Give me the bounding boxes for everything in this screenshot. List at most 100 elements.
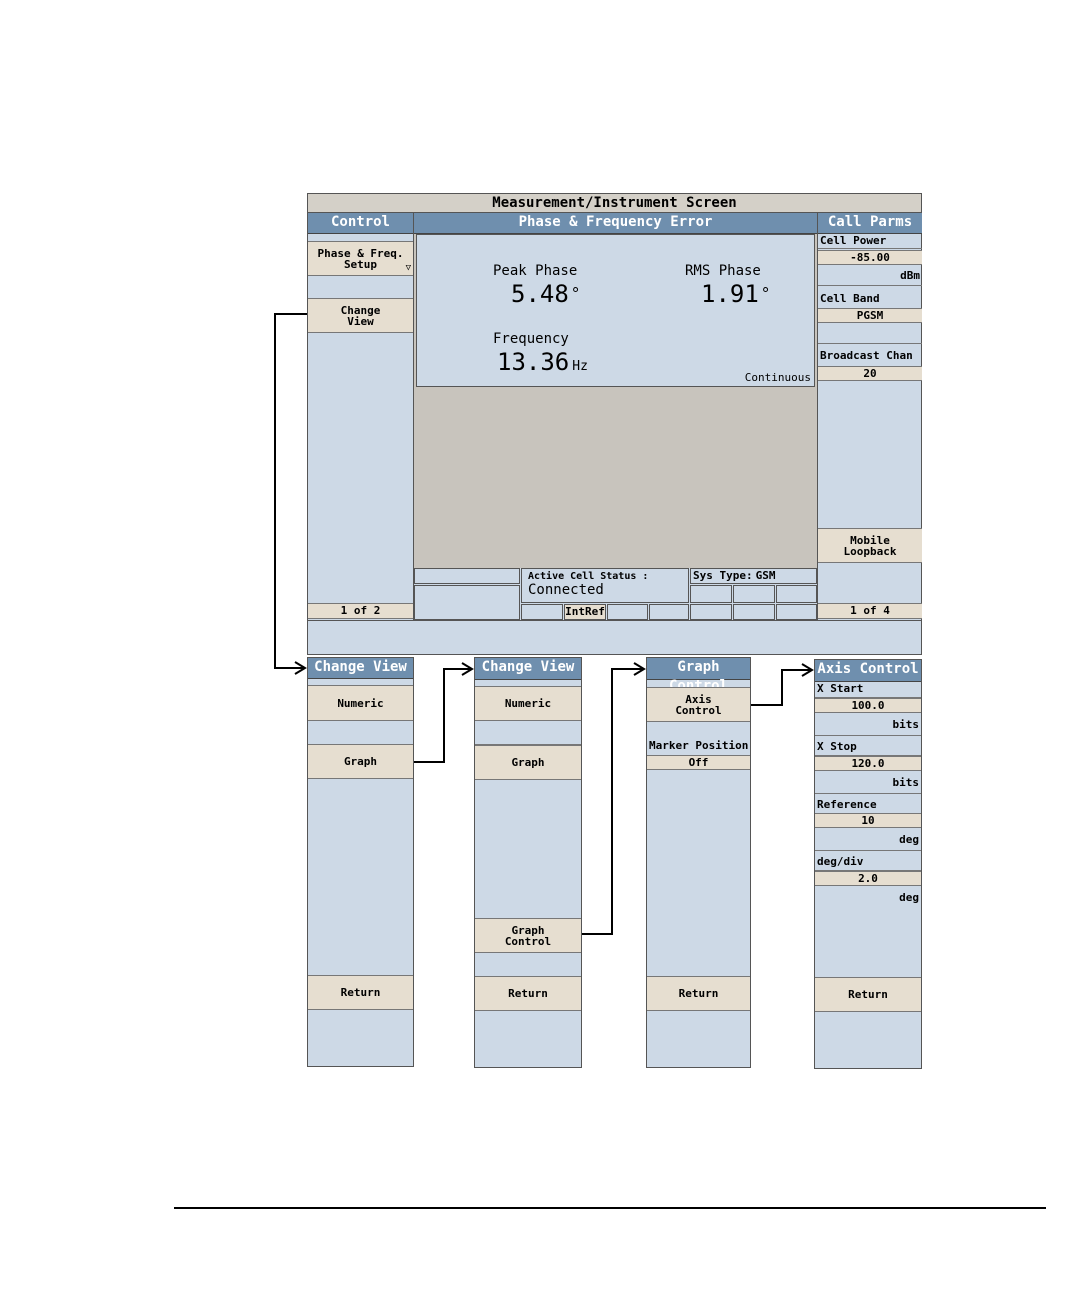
broadcast-chan-label: Broadcast Chan (820, 349, 913, 362)
deg-div-value[interactable]: 2.0 (815, 871, 921, 886)
control-page-indicator: 1 of 2 (308, 603, 413, 619)
status-area: Active Cell Status : Connected IntRef Sy… (414, 568, 817, 620)
arrow-connector-4 (751, 669, 811, 706)
control-header: Control (308, 213, 413, 234)
axis-control-menu-header: Axis Control (815, 660, 921, 682)
change-view-menu-2: Change View Numeric Graph Graph Control … (474, 657, 582, 1068)
arrow-connector-2 (414, 668, 471, 763)
cell-power-value[interactable]: -85.00 (818, 250, 922, 265)
mobile-loopback-label-line2: Loopback (843, 544, 897, 558)
broadcast-chan-value[interactable]: 20 (818, 366, 922, 381)
axis-control-button[interactable]: Axis Control (647, 687, 750, 722)
numeric-button-1[interactable]: Numeric (308, 685, 413, 721)
peak-phase-value: 5.48° (511, 281, 580, 307)
change-view-label-line1: Change (340, 303, 381, 317)
x-stop-label: X Stop (817, 740, 857, 753)
status-cell-blank-1 (414, 568, 520, 584)
return-label-3: Return (678, 987, 719, 1000)
return-label-2: Return (508, 987, 548, 1000)
status-cell-blank-7 (733, 585, 775, 603)
change-view-label-line2: View (347, 314, 374, 328)
x-start-unit: bits (892, 718, 920, 731)
change-view-menu-2-header: Change View (475, 658, 581, 680)
sys-type: Sys Type:GSM (690, 568, 817, 584)
status-cell-blank-11 (776, 604, 817, 620)
change-view-menu-1-header: Change View (308, 658, 413, 679)
graph-control-label-line2: Control (504, 934, 552, 948)
graph-label-1: Graph (343, 755, 378, 768)
graph-control-menu: Graph Control Axis Control Marker Positi… (646, 657, 751, 1068)
axis-control-label-line2: Control (675, 703, 722, 717)
sys-type-value: GSM (755, 569, 776, 582)
status-cell-blank-8 (776, 585, 817, 603)
cell-band-value[interactable]: PGSM (818, 308, 922, 323)
x-start-label: X Start (817, 682, 864, 695)
cell-power-label: Cell Power (820, 234, 887, 247)
measurement-mode: Continuous (744, 371, 811, 384)
call-parms-header: Call Parms (818, 213, 922, 234)
reference-value[interactable]: 10 (815, 813, 921, 828)
phase-freq-setup-button[interactable]: Phase & Freq. Setup ▽ (308, 241, 413, 276)
arrow-connector-3 (582, 668, 643, 935)
return-button-1[interactable]: Return (308, 975, 413, 1010)
frequency-number: 13.36 (497, 348, 570, 376)
arrow-connector-1 (274, 313, 307, 669)
numeric-label-1: Numeric (337, 696, 384, 710)
numeric-button-2[interactable]: Numeric (475, 686, 581, 721)
rms-phase-number: 1.91 (701, 280, 759, 308)
return-button-3[interactable]: Return (647, 976, 750, 1011)
active-cell-status-label: Active Cell Status : (528, 571, 649, 582)
rms-phase-unit: ° (760, 284, 771, 303)
marker-position-value[interactable]: Off (647, 755, 750, 770)
control-panel: Control Phase & Freq. Setup ▽ Change Vie… (308, 213, 414, 620)
status-cell-blank-10 (733, 604, 775, 620)
active-cell-status-value: Connected (528, 582, 604, 598)
arrow-right-icon (461, 662, 474, 676)
measurement-area: Phase & Frequency Error Peak Phase 5.48°… (414, 213, 817, 568)
axis-control-label-line1: Axis (685, 692, 712, 706)
graph-button-1[interactable]: Graph (308, 744, 413, 779)
cell-power-unit: dBm (900, 269, 920, 282)
measurement-results: Peak Phase 5.48° RMS Phase 1.91° Frequen… (416, 234, 815, 387)
measurement-header: Phase & Frequency Error (414, 213, 817, 234)
peak-phase-label: Peak Phase (493, 263, 578, 279)
deg-div-label: deg/div (817, 855, 864, 868)
reference-label: Reference (817, 798, 877, 811)
return-button-4[interactable]: Return (815, 977, 921, 1012)
x-stop-unit: bits (892, 776, 920, 789)
change-view-button[interactable]: Change View (308, 298, 413, 333)
instrument-screen: Measurement/Instrument Screen Control Ph… (307, 193, 922, 655)
return-label-4: Return (848, 988, 888, 1001)
status-cell-blank-2 (414, 585, 520, 620)
change-view-menu-1: Change View Numeric Graph Return (307, 657, 414, 1067)
x-stop-value[interactable]: 120.0 (815, 756, 921, 771)
rms-phase-value: 1.91° (701, 281, 770, 307)
intref-indicator: IntRef (564, 604, 606, 620)
rms-phase-label: RMS Phase (685, 263, 761, 279)
arrow-right-icon (801, 663, 814, 677)
return-button-2[interactable]: Return (475, 976, 581, 1011)
peak-phase-unit: ° (570, 284, 581, 303)
arrow-right-icon (294, 661, 307, 675)
screen-bottom-bar (308, 620, 921, 654)
frequency-unit: Hz (572, 359, 588, 374)
graph-button-2[interactable]: Graph (475, 745, 581, 780)
frequency-label: Frequency (493, 331, 569, 347)
mobile-loopback-button[interactable]: Mobile Loopback (818, 528, 922, 563)
status-cell-blank-4 (607, 604, 648, 620)
axis-control-menu: Axis Control X Start 100.0 bits X Stop 1… (814, 659, 922, 1069)
mobile-loopback-label-line1: Mobile (850, 533, 890, 547)
call-parms-page-indicator: 1 of 4 (818, 603, 922, 619)
graph-control-button[interactable]: Graph Control (475, 918, 581, 953)
status-cell-blank-9 (690, 604, 732, 620)
status-cell-blank-5 (649, 604, 689, 620)
return-label-1: Return (340, 986, 381, 999)
screen-title-bar: Measurement/Instrument Screen (308, 194, 921, 213)
deg-div-unit: deg (899, 891, 919, 904)
active-cell-status: Active Cell Status : Connected (521, 568, 689, 603)
x-start-value[interactable]: 100.0 (815, 698, 921, 713)
dropdown-triangle-icon: ▽ (405, 263, 411, 273)
call-parms-panel: Call Parms Cell Power -85.00 dBm Cell Ba… (817, 213, 922, 620)
sys-type-label: Sys Type: (693, 569, 753, 582)
